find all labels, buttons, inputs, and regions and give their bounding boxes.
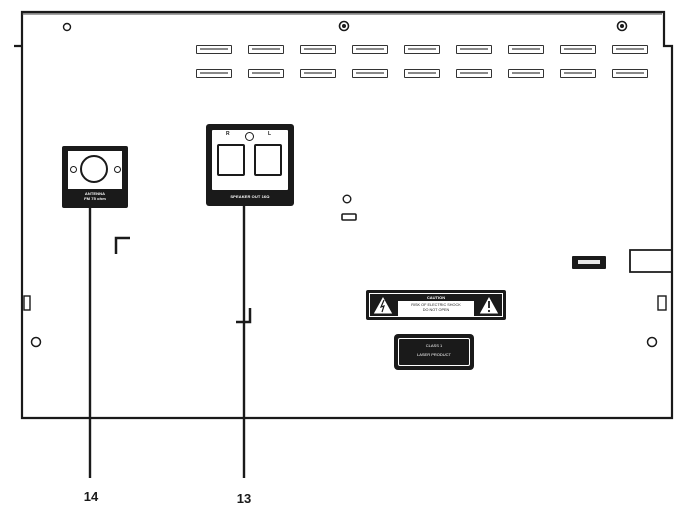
vent-slot [560, 69, 596, 78]
vent-slot [352, 45, 388, 54]
vent-slot [612, 45, 648, 54]
laser-label-inner [398, 338, 470, 366]
antenna-label: ANTENNA FM 75 ohm [84, 191, 106, 201]
vent-slot [196, 45, 232, 54]
vent-slot [508, 69, 544, 78]
speaker-out-label: SPEAKER OUT 16Ω [230, 194, 270, 199]
speaker-out-terminal[interactable]: R L SPEAKER OUT 16Ω [206, 124, 294, 206]
speaker-l-mark: L [268, 131, 272, 137]
screw-icon [342, 194, 352, 204]
antenna-jack-hole-right [114, 166, 121, 173]
caution-text-box: CAUTION RISK OF ELECTRIC SHOCK DO NOT OP… [398, 294, 474, 316]
screw-icon [62, 22, 72, 32]
caution-title: CAUTION [426, 294, 446, 300]
warning-triangle-icon [478, 295, 500, 315]
antenna-jack[interactable] [80, 155, 108, 183]
screw-icon [30, 336, 42, 348]
vent-slot [248, 45, 284, 54]
vent-slot [508, 45, 544, 54]
vent-slot [404, 69, 440, 78]
service-connector-slot [578, 260, 600, 264]
vent-slot [196, 69, 232, 78]
vent-slot [456, 45, 492, 54]
caution-label: CAUTION RISK OF ELECTRIC SHOCK DO NOT OP… [366, 290, 506, 320]
ventilation-grill [196, 45, 652, 85]
screw-icon [646, 336, 658, 348]
service-connector [572, 256, 606, 269]
speaker-r-mark: R [226, 131, 230, 137]
vent-slot [456, 69, 492, 78]
vent-slot [248, 69, 284, 78]
vent-slot [300, 69, 336, 78]
vent-slot [300, 45, 336, 54]
vent-slot [404, 45, 440, 54]
warning-triangle-icon [372, 295, 394, 315]
vent-slot [560, 45, 596, 54]
vent-slot [352, 69, 388, 78]
antenna-jack-hole-left [70, 166, 77, 173]
caution-text: RISK OF ELECTRIC SHOCK DO NOT OPEN [411, 303, 461, 312]
speaker-jack-right[interactable] [217, 144, 245, 176]
screw-icon [338, 20, 350, 32]
callout-13: 13 [236, 491, 252, 506]
antenna-connector[interactable]: ANTENNA FM 75 ohm [62, 146, 128, 208]
caution-title-bar [398, 294, 474, 301]
vent-slot [612, 69, 648, 78]
caution-inner [369, 293, 503, 317]
speaker-jack-left[interactable] [254, 144, 282, 176]
laser-line-1: CLASS 1 [425, 343, 443, 348]
speaker-center-screw [245, 132, 254, 141]
screw-icon [616, 20, 628, 32]
callout-14: 14 [83, 489, 99, 504]
laser-product-label: CLASS 1 LASER PRODUCT [394, 334, 474, 370]
laser-line-2: LASER PRODUCT [416, 352, 451, 357]
